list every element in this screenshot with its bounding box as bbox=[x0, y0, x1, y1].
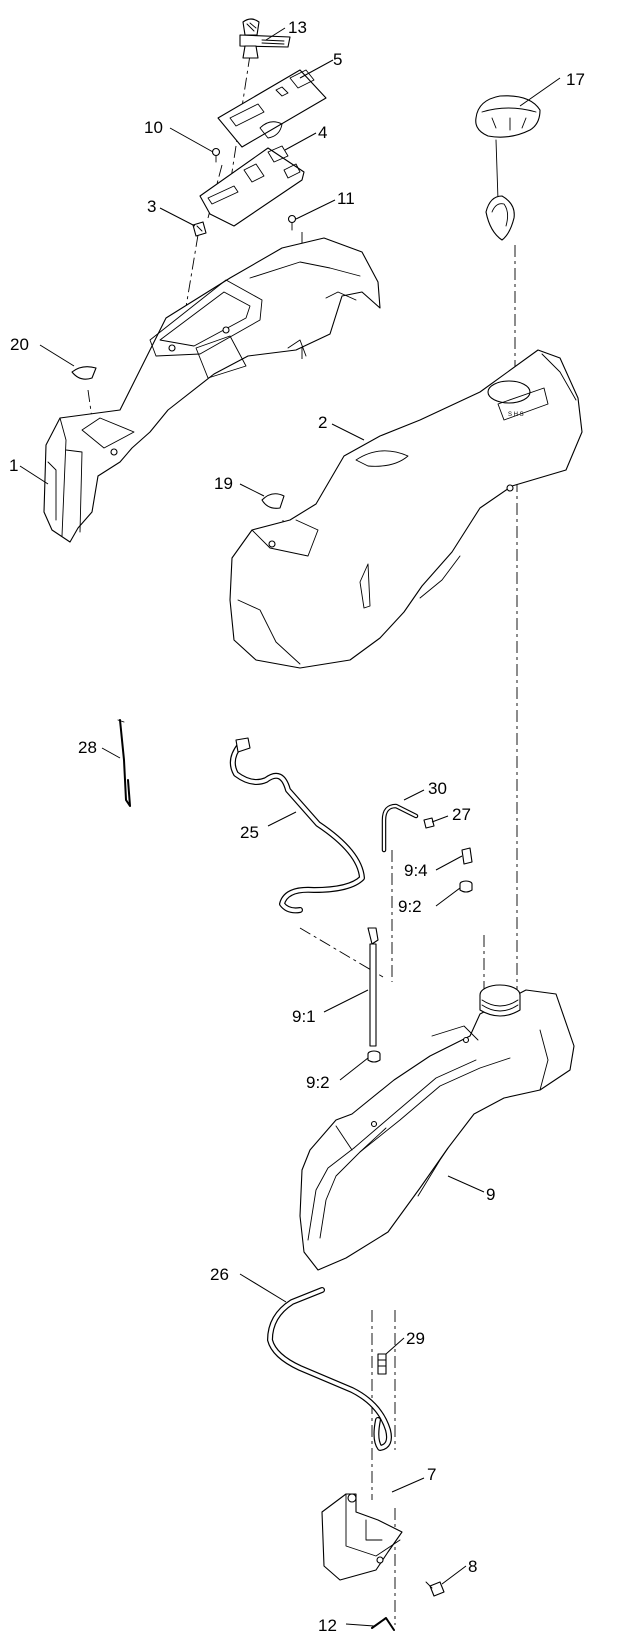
callout-19: 19 bbox=[214, 474, 233, 493]
part-4-bracket-panel bbox=[199, 145, 305, 227]
callout-25: 25 bbox=[240, 823, 259, 842]
callout-9: 9 bbox=[486, 1185, 495, 1204]
callout-10: 10 bbox=[144, 118, 163, 137]
part-2-right-cover: S H S bbox=[229, 349, 583, 669]
part-27-fitting bbox=[423, 817, 435, 829]
callout-3: 3 bbox=[147, 197, 156, 216]
part-12-clip bbox=[371, 1617, 395, 1631]
callout-26: 26 bbox=[210, 1265, 229, 1284]
callout-1: 1 bbox=[9, 456, 18, 475]
part-19-decal bbox=[261, 493, 285, 509]
callout-12: 12 bbox=[318, 1616, 337, 1635]
callout-4: 4 bbox=[318, 123, 327, 142]
callout-9-4: 9:4 bbox=[404, 861, 428, 880]
leader-lines bbox=[19, 27, 561, 1627]
part-9-2-grommet-lower bbox=[367, 1050, 381, 1063]
callout-8: 8 bbox=[468, 1557, 477, 1576]
callout-9-2-lower: 9:2 bbox=[306, 1073, 330, 1092]
part-8-bolt bbox=[425, 1581, 445, 1597]
part-11-screw bbox=[287, 214, 297, 231]
part-25-hose bbox=[229, 737, 365, 914]
part-5-panel bbox=[217, 69, 327, 148]
part-17-fuel-cap bbox=[475, 95, 541, 241]
part-3-clip-nut bbox=[192, 221, 207, 237]
callout-29: 29 bbox=[406, 1329, 425, 1348]
callout-20: 20 bbox=[10, 335, 29, 354]
callout-5: 5 bbox=[333, 50, 342, 69]
part-9-fuel-tank bbox=[299, 984, 575, 1271]
callout-labels: 13 5 4 10 3 11 17 20 1 2 19 28 25 30 27 … bbox=[9, 18, 585, 1635]
callout-7: 7 bbox=[427, 1465, 436, 1484]
callout-17: 17 bbox=[566, 70, 585, 89]
part-1-left-cover bbox=[43, 237, 381, 543]
callout-9-2-upper: 9:2 bbox=[398, 897, 422, 916]
part-10-screw bbox=[211, 147, 221, 163]
callout-2: 2 bbox=[318, 413, 327, 432]
part-9-1-pickup-tube bbox=[367, 927, 379, 1047]
part-9-4-elbow bbox=[461, 847, 473, 865]
callout-27: 27 bbox=[452, 805, 471, 824]
part-9-2-grommet-upper bbox=[459, 880, 473, 893]
part-30-tube bbox=[381, 803, 419, 853]
part-7-bracket bbox=[321, 1493, 403, 1581]
callout-11: 11 bbox=[337, 189, 355, 208]
decal-text: S H S bbox=[508, 412, 524, 418]
callout-13: 13 bbox=[288, 18, 307, 37]
part-20-decal bbox=[71, 366, 97, 380]
part-26-hose bbox=[267, 1287, 392, 1451]
callout-30: 30 bbox=[428, 779, 447, 798]
part-29-fitting bbox=[377, 1353, 387, 1375]
part-13-key-switch bbox=[239, 18, 291, 59]
callout-28: 28 bbox=[78, 738, 97, 757]
callout-9-1: 9:1 bbox=[292, 1007, 316, 1026]
part-28-cable-tie bbox=[117, 719, 131, 807]
